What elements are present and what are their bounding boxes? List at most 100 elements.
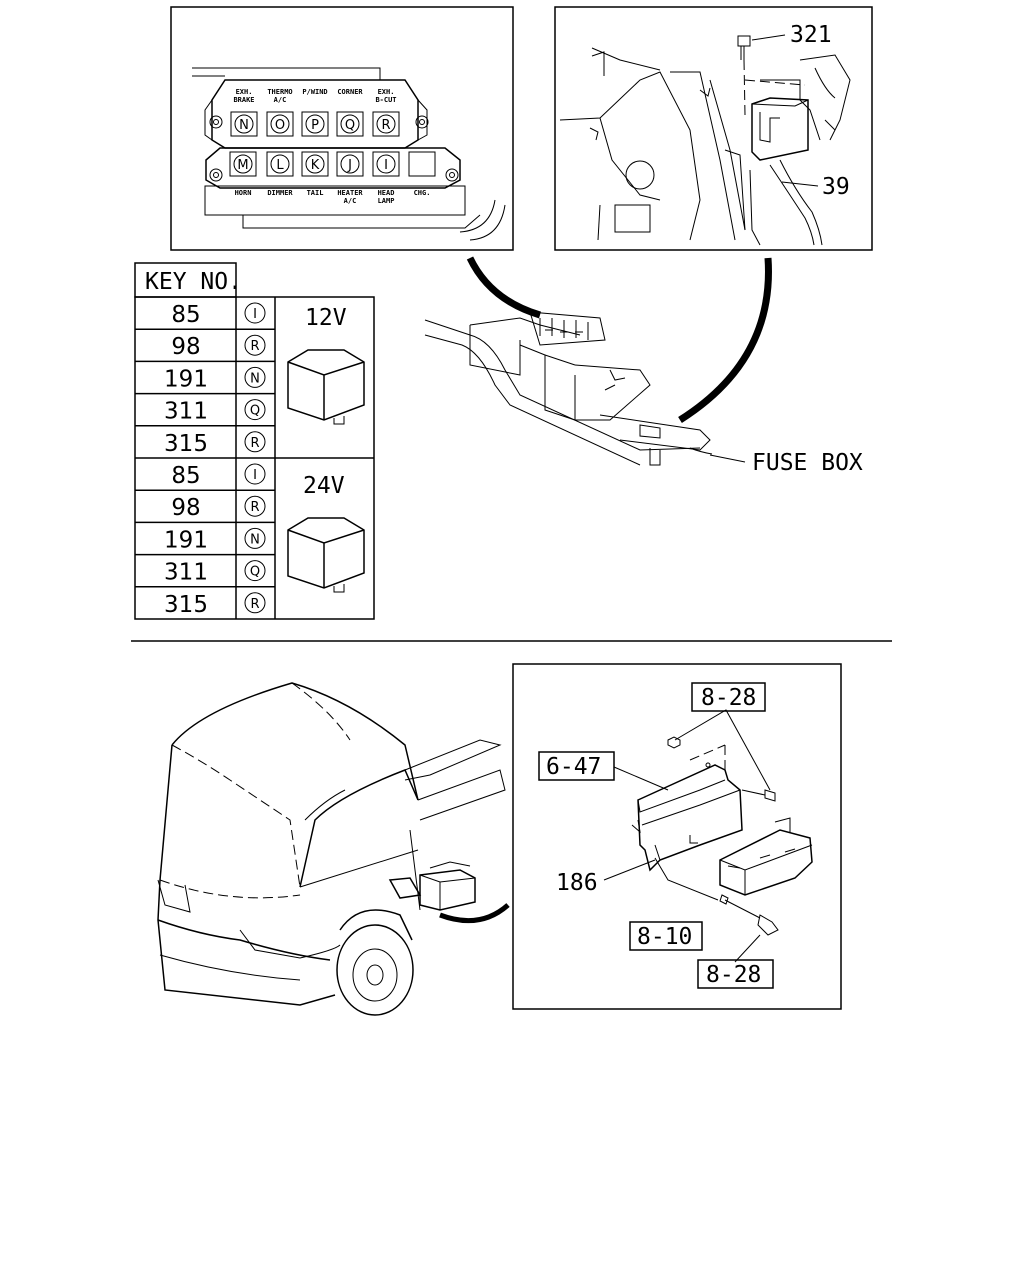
- socket-letter: P: [311, 118, 319, 133]
- socket-slot: [336, 111, 364, 137]
- socket-bottom-label: HORN: [235, 189, 252, 197]
- key-number: 315: [164, 592, 208, 618]
- socket-circle: [244, 463, 266, 485]
- socket-circle: [244, 560, 266, 582]
- socket-slot: [229, 151, 257, 177]
- socket-slot: [266, 111, 294, 137]
- ref-186: 186: [556, 870, 598, 896]
- socket-slot: [301, 151, 329, 177]
- callout-arc-right: [678, 257, 772, 423]
- key-number: 311: [164, 560, 208, 586]
- leader-321: [751, 34, 786, 41]
- key-socket-letter: N: [250, 371, 260, 386]
- key-socket-letter: I: [253, 307, 257, 322]
- key-table-header: KEY NO.: [145, 269, 242, 295]
- socket-circle: [270, 154, 290, 174]
- relay-12v-icon: [287, 349, 365, 425]
- key-socket-letter: R: [250, 339, 259, 354]
- key-number: 191: [164, 366, 208, 392]
- bracket-detail-frame: [512, 663, 842, 1010]
- socket-bottom-label: A/C: [344, 197, 357, 205]
- socket-top-label: THERMO: [267, 88, 292, 96]
- socket-slot: [336, 151, 364, 177]
- socket-top-label: CORNER: [337, 88, 363, 96]
- install-detail-frame: [554, 6, 873, 251]
- socket-slot: [301, 111, 329, 137]
- fuse-box-drawing: FUSE BOX: [424, 311, 863, 476]
- socket-bottom-label: HEAD: [378, 189, 395, 197]
- relay-24v-icon: [287, 517, 365, 593]
- socket-top-label: P/WIND: [302, 88, 327, 96]
- fuse-socket-frame: [170, 6, 514, 251]
- socket-top-label: A/C: [274, 96, 287, 104]
- socket-letter: K: [311, 158, 320, 173]
- socket-top-label: EXH.: [378, 88, 395, 96]
- socket-circle: [270, 114, 290, 134]
- socket-circle: [305, 114, 325, 134]
- socket-slot: [372, 151, 400, 177]
- socket-circle: [244, 527, 266, 549]
- voltage-12v: 12V: [305, 305, 347, 331]
- fuse-box-label: FUSE BOX: [752, 450, 863, 476]
- ref-8-28-top: 8-28: [701, 685, 756, 711]
- socket-bottom-label: LAMP: [378, 197, 395, 205]
- socket-letter: I: [384, 158, 388, 173]
- ref-box-8-28-bottom: [697, 959, 774, 989]
- socket-bottom-label: TAIL: [307, 189, 324, 197]
- socket-letter: O: [275, 118, 285, 133]
- relay-install-detail: 321 39: [554, 6, 873, 251]
- socket-circle: [244, 334, 266, 356]
- socket-bottom-label: HEATER: [337, 189, 363, 197]
- socket-letter: L: [276, 158, 284, 173]
- socket-circle: [244, 399, 266, 421]
- truck-drawing: [157, 682, 510, 1016]
- callout-321: 321: [790, 22, 832, 48]
- socket-circle: [244, 495, 266, 517]
- key-number: 191: [164, 527, 208, 553]
- key-socket-letter: R: [250, 597, 259, 612]
- leader-39: [781, 181, 819, 187]
- socket-letter: R: [381, 118, 390, 133]
- bracket-mount-detail: 8-28 6-47 186 8-10 8-28: [512, 663, 842, 1010]
- key-socket-letter: I: [253, 468, 257, 483]
- ref-box-8-28-top: [691, 682, 766, 712]
- socket-slot: [266, 151, 294, 177]
- key-number: 98: [171, 495, 200, 521]
- key-socket-letter: Q: [250, 565, 260, 580]
- ref-box-8-10: [629, 921, 703, 951]
- socket-slot: [408, 151, 436, 177]
- key-number: 98: [171, 334, 200, 360]
- key-number: 311: [164, 399, 208, 425]
- socket-slot: [372, 111, 400, 137]
- socket-bottom-label: DIMMER: [267, 189, 293, 197]
- socket-letter: M: [237, 158, 248, 173]
- bracket-6-47: [637, 764, 743, 872]
- socket-circle: [244, 366, 266, 388]
- socket-circle: [244, 302, 266, 324]
- key-socket-letter: R: [250, 500, 259, 515]
- socket-circle: [234, 114, 254, 134]
- socket-circle: [244, 431, 266, 453]
- leader-fuse-box: [709, 454, 746, 463]
- socket-circle: [233, 154, 253, 174]
- ref-8-10: 8-10: [637, 924, 692, 950]
- ref-box-6-47: [538, 751, 615, 781]
- socket-letter: Q: [345, 118, 355, 133]
- relay-box-39: [751, 97, 809, 161]
- key-number: 85: [171, 463, 200, 489]
- key-socket-letter: Q: [250, 404, 260, 419]
- socket-letter: J: [347, 158, 352, 173]
- socket-circle: [376, 154, 396, 174]
- fuse-box-small: [719, 829, 813, 896]
- key-number: 315: [164, 431, 208, 457]
- socket-letter: N: [239, 118, 249, 133]
- lower-relay-block: [205, 147, 461, 189]
- ref-6-47: 6-47: [546, 754, 601, 780]
- socket-circle: [305, 154, 325, 174]
- key-number: 85: [171, 302, 200, 328]
- key-socket-letter: R: [250, 436, 259, 451]
- socket-circle: [340, 154, 360, 174]
